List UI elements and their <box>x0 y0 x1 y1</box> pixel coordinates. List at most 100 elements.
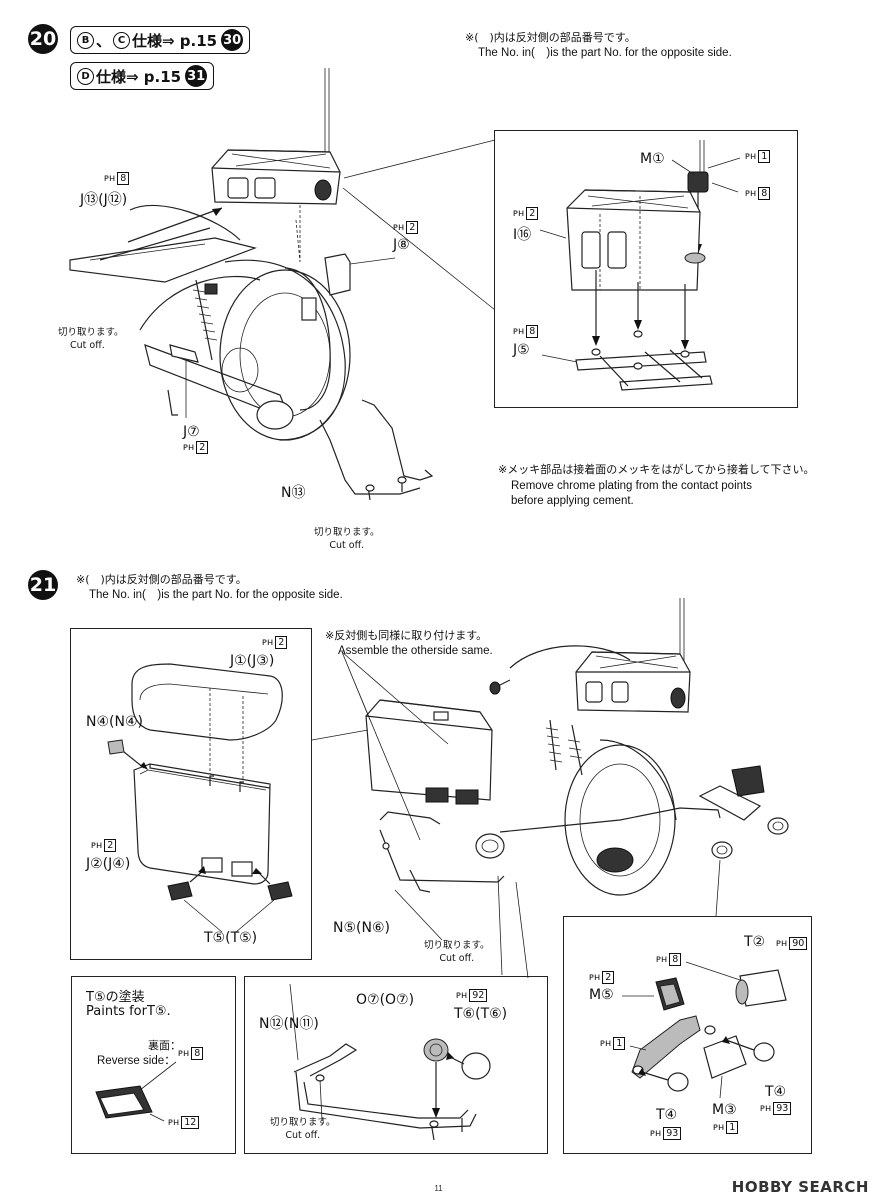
spec-d-text: 仕様⇒ p.15 <box>96 67 182 86</box>
j8-label: J⑧ <box>393 237 410 253</box>
letter-c: C <box>113 31 131 49</box>
i16-ph-num: 2 <box>526 207 539 220</box>
t6-ph-num: 92 <box>469 989 488 1002</box>
j7-ph-num: 2 <box>196 441 209 454</box>
cutoff-2-en: Cut off. <box>329 539 365 551</box>
step21-note-jp: ※( )内は反対側の部品番号です。 <box>76 573 247 586</box>
cutoff-1-en: Cut off. <box>70 339 105 351</box>
t5-label: T⑤(T⑤) <box>204 930 258 946</box>
bracket-ph-num: 1 <box>613 1037 626 1050</box>
spec-bc-text: 仕様⇒ p.15 <box>132 31 218 50</box>
chrome-note-en1: Remove chrome plating from the contact p… <box>511 480 752 492</box>
m5-ph8-num: 8 <box>669 953 682 966</box>
t4-right-ph-num: 93 <box>773 1102 792 1115</box>
n5-label: N⑤(N⑥) <box>333 920 390 936</box>
m1-ph8-num: 8 <box>758 187 771 200</box>
spec-bc-link[interactable]: B 、 C 仕様⇒ p.15 30 <box>70 26 251 54</box>
m5-label: M⑤ <box>589 987 614 1003</box>
front-ph-num: 12 <box>181 1116 200 1129</box>
letter-d: D <box>77 67 94 85</box>
t2-ph-num: 90 <box>789 937 808 950</box>
step21-box-saddlebag <box>70 628 312 960</box>
j13-label: J⑬(J⑫) <box>80 192 128 208</box>
chrome-note-jp: ※メッキ部品は接着面のメッキをはがしてから接着して下さい。 <box>498 463 815 476</box>
spec-sep: 、 <box>96 31 112 50</box>
cutoff-3-jp: 切り取ります。 <box>424 940 490 951</box>
step20-detail-box <box>494 130 798 408</box>
j8-ph-num: 2 <box>406 221 419 234</box>
step20-note-jp: ※( )内は反対側の部品番号です。 <box>465 31 636 44</box>
n12-label: N⑫(N⑪) <box>259 1016 319 1032</box>
j13-ph-num: 8 <box>117 172 130 185</box>
step21-box-bar <box>244 976 548 1154</box>
watermark-logo: HOBBY SEARCH <box>731 1178 869 1196</box>
step-20-badge: 20 <box>28 24 58 54</box>
cutoff-3: 切り取ります。 Cut off. <box>424 940 490 966</box>
m3-label: M③ <box>712 1102 737 1118</box>
j5-label: J⑤ <box>513 342 530 358</box>
j7-label: J⑦ <box>183 424 200 440</box>
m1-ph-num: 1 <box>758 150 771 163</box>
step20-note-en: The No. in( )is the part No. for the opp… <box>478 47 732 59</box>
cutoff-1-jp: 切り取ります。 <box>58 327 124 338</box>
t2-label: T② <box>744 934 766 950</box>
step21-paint-box <box>71 976 236 1154</box>
letter-b: B <box>77 31 94 49</box>
j1-label: J①(J③) <box>230 653 275 669</box>
step21-note-en: The No. in( )is the part No. for the opp… <box>89 589 343 601</box>
cutoff-4-jp: 切り取ります。 <box>270 1117 336 1128</box>
m3-ph-num: 1 <box>726 1121 739 1134</box>
assemble-note-jp: ※反対側も同様に取り付けます。 <box>325 629 488 642</box>
cutoff-1: 切り取ります。 Cut off. <box>58 327 124 353</box>
i16-label: I⑯ <box>513 227 532 243</box>
spec-d-ref: 31 <box>185 65 208 87</box>
t4-right-label: T④ <box>765 1084 787 1100</box>
t6-label: T⑥(T⑥) <box>454 1006 508 1022</box>
m1-label: M① <box>640 151 665 167</box>
spec-bc-ref: 30 <box>221 29 244 51</box>
j5-ph-num: 8 <box>526 325 539 338</box>
reverse-jp: 裏面： <box>148 1039 181 1052</box>
reverse-en: Reverse side： <box>97 1055 176 1067</box>
step21-box-license <box>563 916 812 1154</box>
t4-left-label: T④ <box>656 1107 678 1123</box>
n13-label: N⑬ <box>281 485 306 501</box>
chrome-note-en2: before applying cement. <box>511 495 634 507</box>
o7-label: O⑦(O⑦) <box>356 992 415 1008</box>
cutoff-4: 切り取ります。 Cut off. <box>270 1117 336 1143</box>
cutoff-3-en: Cut off. <box>439 952 475 964</box>
paint-title-jp: T⑤の塗装 <box>86 990 145 1005</box>
page-number: 11 <box>434 1184 443 1193</box>
m5-ph-num: 2 <box>602 971 615 984</box>
cutoff-2: 切り取ります。 Cut off. <box>314 527 380 553</box>
j2-ph-num: 2 <box>104 839 117 852</box>
spec-d-link[interactable]: D 仕様⇒ p.15 31 <box>70 62 215 90</box>
cutoff-2-jp: 切り取ります。 <box>314 527 380 538</box>
paint-title-en: Paints forT⑤. <box>86 1004 171 1019</box>
